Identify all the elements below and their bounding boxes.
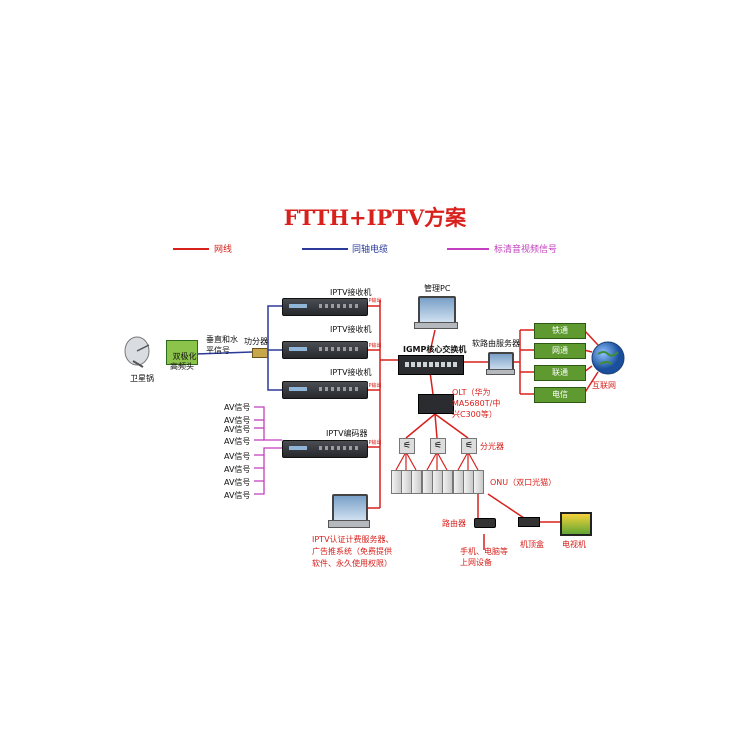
av-input-7: AV信号 <box>224 478 251 487</box>
satellite-dish-label: 卫星锅 <box>130 374 154 383</box>
set-top-box-icon <box>518 517 540 527</box>
internet-globe-icon <box>591 341 625 375</box>
olt-device <box>418 394 454 414</box>
tv-label: 电视机 <box>562 540 586 549</box>
router-label: 路由器 <box>442 519 466 528</box>
router-server-label: 软路由服务器 <box>472 339 520 348</box>
legend-label-network: 网线 <box>214 245 233 255</box>
legend-line-network <box>173 248 209 250</box>
receiver-1-output-tag: IP输出 <box>367 298 382 304</box>
diagram-title: FTTH+IPTV方案 <box>283 205 467 230</box>
optical-splitter-3: ⚟ <box>461 438 477 454</box>
onu-device <box>442 470 453 494</box>
receiver-2-output-tag: IP输出 <box>367 343 382 349</box>
optical-splitter-2: ⚟ <box>430 438 446 454</box>
av-input-1: AV信号 <box>224 403 251 412</box>
legend-label-coax: 同轴电缆 <box>352 245 389 255</box>
satellite-dish-icon <box>124 336 150 368</box>
receiver-2-label: IPTV接收机 <box>330 325 372 334</box>
isp-box-tietong: 铁通 <box>534 323 586 339</box>
manage-pc-label: 管理PC <box>424 284 451 293</box>
router-server-keyboard <box>486 369 515 375</box>
onu-device <box>473 470 484 494</box>
power-splitter-icon <box>252 348 268 358</box>
iptv-server-label: IPTV认证计费服务器、 广告推系统（免费提供 软件、永久使用权限） <box>312 535 394 568</box>
iptv-receiver-3 <box>282 381 368 399</box>
receiver-3-output-tag: IP输出 <box>367 383 382 389</box>
set-top-box-label: 机顶盒 <box>520 540 544 549</box>
olt-label: OLT（华为 MA5680T/中 兴C300等） <box>452 388 501 419</box>
power-splitter-label: 功分器 <box>244 337 268 346</box>
isp-box-liantong: 联通 <box>534 365 586 381</box>
igmp-core-switch <box>398 355 464 375</box>
receiver-3-label: IPTV接收机 <box>330 368 372 377</box>
end-devices-label: 手机、电脑等 上网设备 <box>460 547 508 567</box>
legend-line-av <box>447 248 489 250</box>
av-input-2: AV信号 <box>224 416 251 425</box>
receiver-1-label: IPTV接收机 <box>330 288 372 297</box>
optical-splitter-label: 分光器 <box>480 442 504 451</box>
optical-splitter-1: ⚟ <box>399 438 415 454</box>
av-input-5: AV信号 <box>224 452 251 461</box>
av-input-8: AV信号 <box>224 491 251 500</box>
router-icon <box>474 518 496 528</box>
onu-label: ONU（双口光猫） <box>490 478 557 487</box>
manage-pc-laptop-icon <box>418 296 456 324</box>
internet-label: 互联网 <box>592 381 616 390</box>
isp-box-dianxin: 电信 <box>534 387 586 403</box>
signal-label: 垂直和水 平信号 <box>206 335 238 355</box>
iptv-receiver-1 <box>282 298 368 316</box>
manage-pc-keyboard <box>414 322 458 329</box>
av-input-6: AV信号 <box>224 465 251 474</box>
lnb-box: 双极化 高频头 <box>166 340 198 371</box>
encoder-output-tag: IP输出 <box>367 440 382 446</box>
av-input-3: AV信号 <box>224 425 251 434</box>
av-input-4: AV信号 <box>224 437 251 446</box>
onu-device <box>411 470 422 494</box>
lnb-label: 双极化 高频头 <box>170 352 197 371</box>
legend-label-av: 标清音视频信号 <box>494 245 558 255</box>
iptv-server-keyboard <box>328 520 370 528</box>
iptv-receiver-2 <box>282 341 368 359</box>
encoder-label: IPTV编码器 <box>326 429 368 438</box>
tv-icon <box>560 512 592 536</box>
core-switch-label: IGMP核心交换机 <box>403 345 467 354</box>
isp-box-wangtong: 网通 <box>534 343 586 359</box>
legend-line-coax <box>302 248 348 250</box>
iptv-server-laptop-icon <box>332 494 368 522</box>
iptv-encoder <box>282 440 368 458</box>
